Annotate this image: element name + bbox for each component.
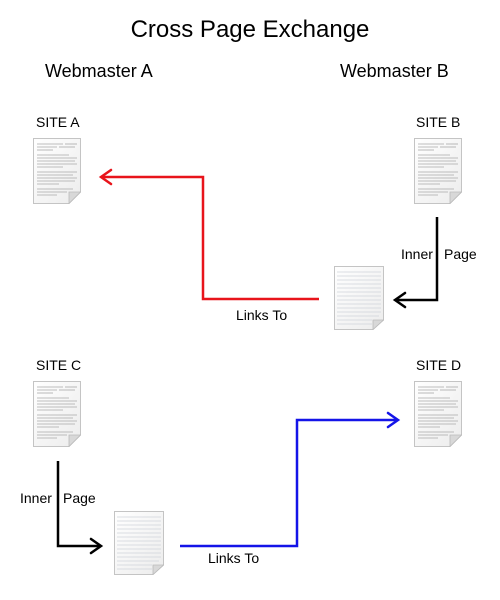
inner-label-c: Inner	[20, 490, 52, 506]
site-a-label: SITE A	[36, 114, 80, 130]
links-to-label-red: Links To	[236, 307, 288, 323]
links-to-label-blue: Links To	[208, 550, 260, 566]
diagram-title: Cross Page Exchange	[130, 16, 370, 43]
webmaster-a-label: Webmaster A	[45, 61, 153, 81]
black-inner-arrow-c	[56, 461, 104, 555]
site-c-label: SITE C	[36, 357, 82, 373]
site-b-document-icon	[414, 138, 462, 204]
page-label-b: Page	[444, 246, 477, 262]
black-inner-arrow-b	[392, 217, 439, 309]
site-d-document-icon	[414, 381, 462, 447]
site-c-document-icon	[33, 381, 81, 447]
webmaster-b-label: Webmaster B	[340, 61, 449, 81]
site-d-label: SITE D	[416, 357, 462, 373]
inner-page-c-icon	[114, 511, 164, 575]
site-b-label: SITE B	[416, 114, 461, 130]
inner-page-b-icon	[334, 266, 384, 330]
site-a-document-icon	[33, 138, 81, 204]
red-links-arrow	[98, 168, 319, 301]
page-label-c: Page	[63, 490, 96, 506]
blue-links-arrow	[180, 411, 401, 548]
inner-label-b: Inner	[401, 246, 433, 262]
